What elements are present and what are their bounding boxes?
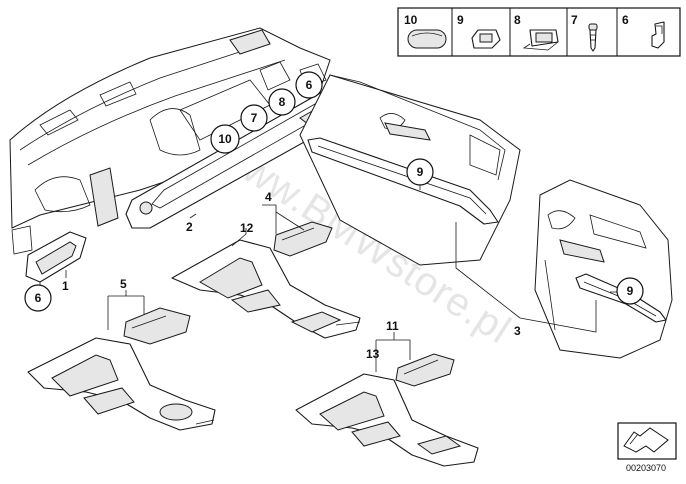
legend-bracket-6-icon <box>651 21 665 49</box>
part-label-2: 2 <box>186 220 193 234</box>
legend-number-9: 9 <box>457 13 464 27</box>
cover-cap-part-5 <box>123 307 191 345</box>
console-trim-part-4 <box>171 239 361 339</box>
svg-text:7: 7 <box>251 111 258 125</box>
door-trim-part-3-front <box>307 137 499 225</box>
part-label-11: 11 <box>386 319 399 333</box>
legend-cap-10-icon <box>407 29 447 49</box>
orientation-arrow-icon <box>617 422 677 460</box>
cover-cap-part-12 <box>273 221 333 257</box>
console-trim-part-5 <box>27 337 216 431</box>
trim-strip-part-1 <box>25 231 87 283</box>
legend-clip-8-icon <box>522 29 559 51</box>
svg-text:9: 9 <box>627 284 634 298</box>
callout-circle-10-dashboard: 10 <box>210 124 240 154</box>
cover-cap-part-11 <box>395 353 455 387</box>
callout-circle-7-dashboard: 7 <box>240 104 268 132</box>
svg-text:8: 8 <box>279 95 286 109</box>
svg-text:9: 9 <box>417 165 424 179</box>
part-label-13: 13 <box>366 347 380 361</box>
svg-text:6: 6 <box>306 78 313 92</box>
part-label-3: 3 <box>514 324 521 338</box>
document-number: 00203070 <box>626 463 666 473</box>
callout-circle-6-dashboard: 6 <box>295 71 323 99</box>
legend-number-10: 10 <box>404 13 418 27</box>
legend-pin-7-icon <box>588 23 598 52</box>
console-trim-part-13 <box>295 373 479 467</box>
svg-text:6: 6 <box>35 291 42 305</box>
legend-box: 10 9 8 7 6 <box>397 7 681 57</box>
callout-circle-9-front-door: 9 <box>406 158 434 186</box>
callout-circle-8-dashboard: 8 <box>268 88 296 116</box>
door-panel-rear <box>534 179 673 359</box>
legend-number-7: 7 <box>571 13 578 27</box>
callout-circle-9-rear-door: 9 <box>616 277 644 305</box>
part-label-12: 12 <box>240 221 254 235</box>
svg-text:10: 10 <box>218 132 232 146</box>
part-label-4: 4 <box>265 190 272 204</box>
part-label-5: 5 <box>120 277 127 291</box>
legend-clip-9-icon <box>471 29 501 49</box>
legend-number-6: 6 <box>622 13 629 27</box>
dashboard-outline <box>9 27 331 255</box>
callout-circle-6-trim-strip: 6 <box>24 284 52 312</box>
legend-number-8: 8 <box>514 13 521 27</box>
part-label-1: 1 <box>62 279 69 293</box>
